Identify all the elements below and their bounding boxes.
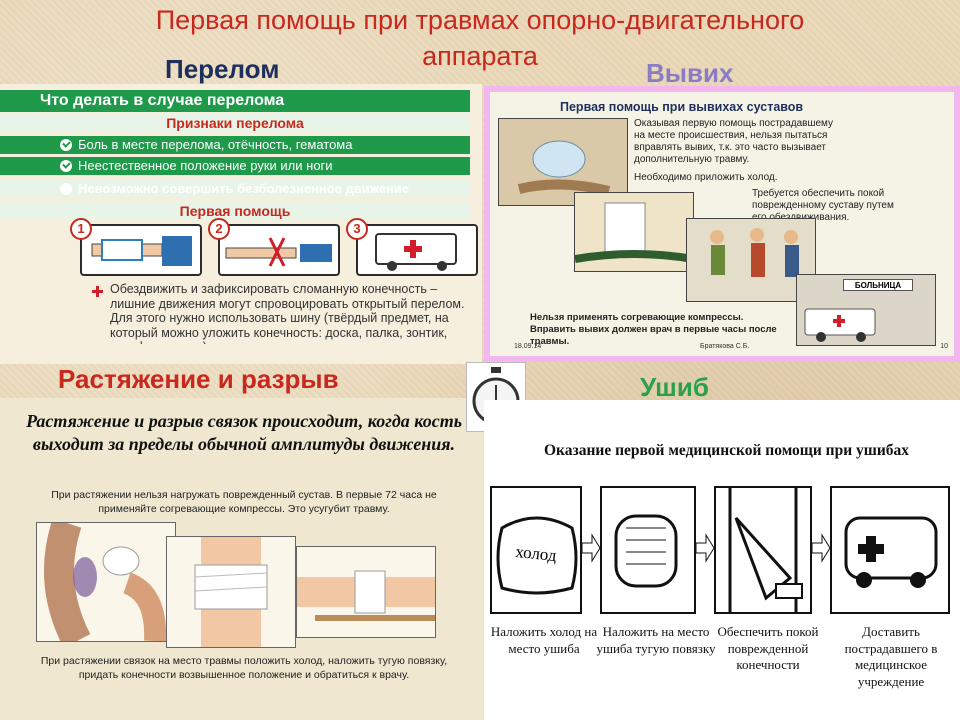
fracture-sign-text: Неестественное положение руки или ноги bbox=[78, 158, 333, 173]
bandage-ankle-icon bbox=[297, 570, 435, 621]
fracture-sign-text: Невозможно совершить безболезненное движ… bbox=[78, 181, 410, 196]
ambulance-icon bbox=[804, 308, 876, 342]
bandage-roll-icon bbox=[614, 514, 678, 588]
check-icon bbox=[60, 183, 72, 195]
bandage-ankle-illustration bbox=[296, 546, 436, 638]
people-icon bbox=[710, 228, 799, 277]
page-title: Первая помощь при травмах опорно-двигате… bbox=[0, 2, 960, 74]
rest-step-box bbox=[714, 486, 812, 614]
fracture-sign-text: Боль в месте перелома, отёчность, гемато… bbox=[78, 137, 353, 152]
fracture-heading: Перелом bbox=[165, 54, 280, 84]
bruise-title: Оказание первой медицинской помощи при у… bbox=[544, 442, 910, 459]
arrow-right-icon bbox=[812, 533, 830, 563]
fracture-instruction: Обездвижить и зафиксировать сломанную ко… bbox=[110, 282, 465, 344]
page-title-line1: Первая помощь при травмах опорно-двигате… bbox=[155, 5, 805, 35]
fracture-sign-item: Боль в месте перелома, отёчность, гемато… bbox=[0, 136, 470, 154]
splint-arm-icon bbox=[91, 236, 192, 266]
fracture-signs-header: Признаки перелома bbox=[0, 114, 470, 132]
fracture-panel-title: Что делать в случае перелома bbox=[0, 90, 470, 112]
hospital-illustration: БОЛЬНИЦА bbox=[796, 274, 936, 346]
bruise-caption: Наложить холод на место ушиба bbox=[490, 624, 598, 656]
page-title-line2: аппарата bbox=[422, 41, 538, 71]
dislocation-text-4: Нельзя применять согревающие компрессы. … bbox=[530, 312, 777, 347]
step-number: 2 bbox=[208, 218, 230, 240]
cold-compress-illustration bbox=[36, 522, 176, 642]
bruise-heading: Ушиб bbox=[640, 372, 709, 402]
cold-pack-icon bbox=[496, 516, 578, 595]
sprain-subtitle: При растяжении нельзя нагружать поврежде… bbox=[51, 489, 437, 515]
hospital-sign: БОЛЬНИЦА bbox=[843, 279, 913, 291]
bruise-caption: Доставить пострадавшего в медицинское уч… bbox=[844, 624, 938, 689]
leg-splint-icon bbox=[225, 237, 332, 267]
check-icon bbox=[60, 139, 72, 151]
bruise-caption: Наложить на место ушиба тугую повязку bbox=[596, 624, 716, 656]
sprain-panel: Растяжение и разрыв связок происходит, к… bbox=[0, 398, 484, 720]
bandage-knee-illustration bbox=[166, 536, 296, 648]
ambulance-step-box bbox=[830, 486, 950, 614]
step-illustration-ambulance bbox=[356, 224, 478, 276]
red-cross-icon bbox=[92, 286, 103, 297]
arrow-right-icon bbox=[696, 533, 714, 563]
dislocation-poster: Первая помощь при вывихах суставов Оказы… bbox=[490, 92, 954, 356]
sprain-title: Растяжение и разрыв связок происходит, к… bbox=[26, 411, 462, 454]
bruise-panel: Оказание первой медицинской помощи при у… bbox=[484, 400, 960, 720]
ambulance-icon bbox=[375, 233, 457, 271]
step-illustration-leg bbox=[218, 224, 340, 276]
arrow-right-icon bbox=[582, 533, 600, 563]
first-aid-header: Первая помощь bbox=[0, 202, 470, 220]
bandaged-foot-illustration bbox=[574, 192, 694, 272]
step-illustration-splint bbox=[80, 224, 202, 276]
arm-sling-icon bbox=[728, 488, 803, 612]
fracture-sign-item: Неестественное положение руки или ноги bbox=[0, 157, 470, 175]
dislocation-text-2: Необходимо приложить холод. bbox=[634, 172, 778, 183]
fracture-sign-item: Невозможно совершить безболезненное движ… bbox=[0, 180, 470, 198]
ice-pack-illustration bbox=[498, 118, 628, 206]
sprain-heading: Растяжение и разрыв bbox=[58, 364, 339, 394]
step-number: 1 bbox=[70, 218, 92, 240]
dislocation-panel: Первая помощь при вывихах суставов Оказы… bbox=[484, 86, 960, 362]
bandage-knee-icon bbox=[194, 537, 268, 647]
ice-pack-icon bbox=[517, 140, 611, 196]
cold-step-box: холод bbox=[490, 486, 582, 614]
dislocation-author: Братякова С.Б. bbox=[700, 343, 750, 350]
dislocation-page-number: 10 bbox=[940, 343, 948, 350]
dislocation-heading: Вывих bbox=[646, 58, 734, 88]
bandaged-foot-icon bbox=[574, 202, 694, 263]
check-icon bbox=[60, 160, 72, 172]
cold-compress-icon bbox=[44, 523, 167, 641]
ambulance-icon bbox=[844, 516, 938, 588]
dislocation-text-3: Требуется обеспечить покой поврежденному… bbox=[752, 188, 894, 223]
dislocation-title: Первая помощь при вывихах суставов bbox=[560, 100, 804, 114]
dislocation-date: 18.09.14 bbox=[514, 343, 542, 350]
bandage-step-box bbox=[600, 486, 696, 614]
step-number: 3 bbox=[346, 218, 368, 240]
carrying-injured-illustration bbox=[686, 218, 816, 302]
fracture-panel: Что делать в случае перелома Признаки пе… bbox=[0, 84, 482, 364]
sprain-bottom-text: При растяжении связок на место травмы по… bbox=[40, 655, 448, 681]
dislocation-text-1: Оказывая первую помощь пострадавшему на … bbox=[634, 118, 834, 165]
bruise-caption: Обеспечить покой поврежденной конечности bbox=[717, 624, 819, 672]
